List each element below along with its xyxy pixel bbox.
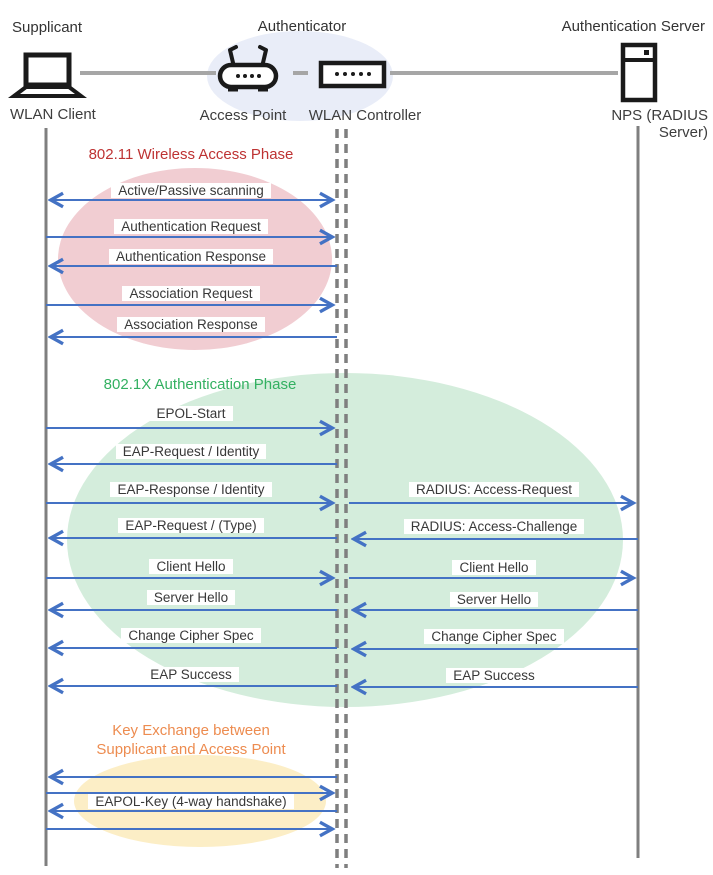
phase1-title: 802.11 Wireless Access Phase [88, 146, 294, 163]
msg-radius-access-challenge: RADIUS: Access-Challenge [349, 518, 639, 535]
msg-label: Authentication Request [114, 219, 268, 234]
msg-label: Server Hello [146, 590, 236, 605]
msg-client-hello-right: Client Hello [349, 559, 639, 576]
msg-active-passive-scanning: Active/Passive scanning [45, 182, 337, 199]
role-authentication-server: Authentication Server [561, 18, 705, 35]
msg-label: Change Cipher Spec [121, 628, 261, 643]
msg-change-cipher-right: Change Cipher Spec [349, 628, 639, 645]
msg-eap-success-left: EAP Success [45, 666, 337, 683]
msg-eap-response-identity: EAP-Response / Identity [45, 481, 337, 498]
msg-label: EAP-Response / Identity [110, 482, 272, 497]
msg-label: Server Hello [449, 592, 539, 607]
msg-label: Association Response [117, 317, 265, 332]
msg-label: EAPOL-Key (4-way handshake) [88, 794, 294, 809]
msg-label: Client Hello [452, 560, 536, 575]
msg-radius-access-request: RADIUS: Access-Request [349, 481, 639, 498]
msg-eap-request-identity: EAP-Request / Identity [45, 443, 337, 460]
device-wlan-controller: WLAN Controller [308, 107, 422, 124]
phase2-title: 802.1X Authentication Phase [103, 376, 297, 393]
phase3-title: Key Exchange between Supplicant and Acce… [45, 721, 337, 759]
msg-authentication-request: Authentication Request [45, 218, 337, 235]
msg-association-request: Association Request [45, 285, 337, 302]
msg-client-hello-left: Client Hello [45, 558, 337, 575]
msg-server-hello-left: Server Hello [45, 589, 337, 606]
msg-label: RADIUS: Access-Request [408, 482, 580, 497]
phase3-title-line1: Key Exchange between [112, 722, 270, 739]
phase3-title-line2: Supplicant and Access Point [96, 741, 286, 758]
msg-eapol-key: EAPOL-Key (4-way handshake) [45, 793, 337, 810]
msg-eap-request-type: EAP-Request / (Type) [45, 517, 337, 534]
laptop-icon [7, 52, 87, 98]
msg-label: EAP Success [446, 668, 542, 683]
msg-label: EAP-Request / Identity [115, 444, 267, 459]
msg-server-hello-right: Server Hello [349, 591, 639, 608]
device-wlan-client: WLAN Client [10, 106, 96, 123]
msg-label: Change Cipher Spec [424, 629, 564, 644]
role-supplicant: Supplicant [12, 19, 83, 36]
device-access-point: Access Point [199, 107, 287, 124]
msg-label: EPOL-Start [149, 406, 233, 421]
device-nps-server: NPS (RADIUS Server) [611, 107, 708, 141]
msg-eap-success-right: EAP Success [349, 667, 639, 684]
msg-authentication-response: Authentication Response [45, 248, 337, 265]
msg-label: Client Hello [149, 559, 233, 574]
msg-epol-start: EPOL-Start [45, 405, 337, 422]
wireless-router-icon [217, 45, 279, 92]
msg-label: RADIUS: Access-Challenge [403, 519, 585, 534]
message-arrows [46, 200, 638, 829]
msg-association-response: Association Response [45, 316, 337, 333]
msg-change-cipher-left: Change Cipher Spec [45, 627, 337, 644]
msg-label: Association Request [122, 286, 260, 301]
msg-label: EAP-Request / (Type) [118, 518, 264, 533]
server-icon [620, 42, 658, 103]
msg-label: Authentication Response [108, 249, 274, 264]
msg-label: Active/Passive scanning [111, 183, 271, 198]
msg-label: EAP Success [143, 667, 239, 682]
authenticator-ellipse [207, 31, 393, 121]
controller-box-icon [318, 60, 387, 89]
role-authenticator: Authenticator [257, 18, 347, 35]
